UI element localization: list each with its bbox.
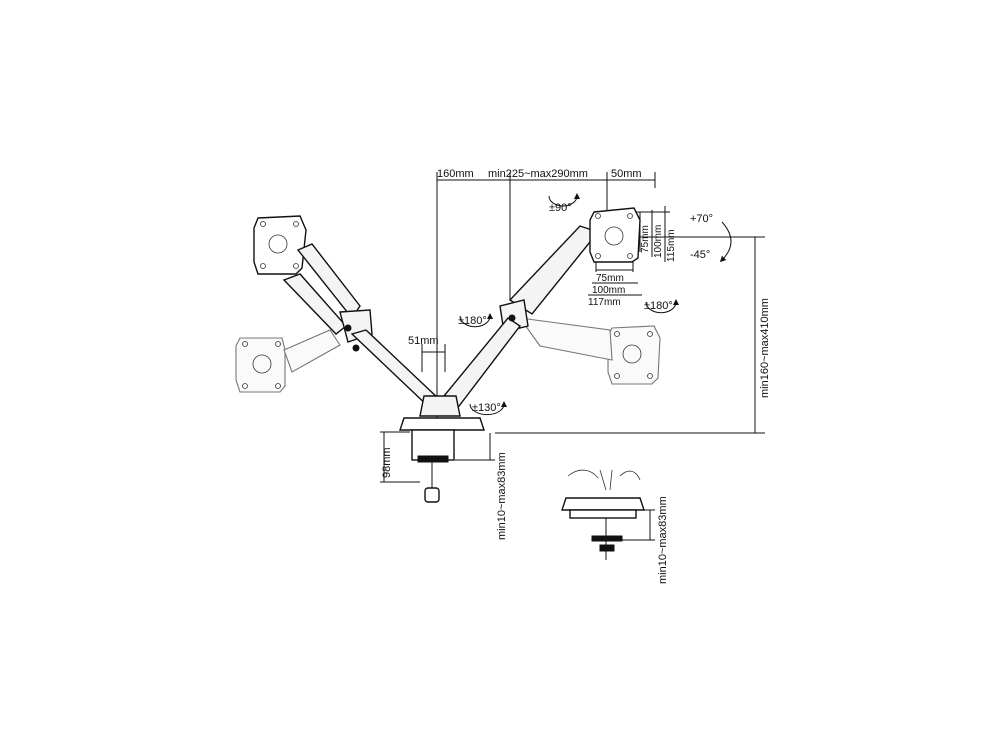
dim-vesa-75-v: 75mm — [640, 225, 651, 253]
dim-vesa-100-v: 100mm — [653, 225, 664, 258]
dim-base-98: 98mm — [381, 447, 393, 478]
right-ghost-vesa-plate — [518, 317, 661, 385]
left-arm — [282, 243, 441, 412]
dim-grommet-range: min10~max83mm — [657, 496, 669, 584]
grommet-clamp — [561, 469, 645, 560]
dim-height-range: min160~max410mm — [759, 298, 771, 398]
dim-top-left: 160mm — [437, 168, 474, 180]
rotation-arcs — [459, 193, 732, 416]
dim-top-mid: min225~max290mm — [488, 168, 588, 180]
dim-top-right: 50mm — [611, 168, 642, 180]
angle-tilt-down: -45° — [690, 249, 710, 261]
dim-clamp-range: min10~max83mm — [496, 452, 508, 540]
dim-vesa-117-h: 117mm — [588, 297, 621, 308]
angle-tilt-up: +70° — [690, 213, 713, 225]
desk-clamp — [399, 395, 485, 503]
angle-labels: ±90° +70° -45° ±180° ±180° ±130° — [458, 202, 713, 414]
left-ghost-vesa-plate — [235, 329, 341, 393]
dimension-labels: 160mm min225~max290mm 50mm 75mm 100mm 11… — [381, 168, 771, 584]
angle-arm-swivel: ±130° — [472, 402, 501, 414]
dim-pole-51: 51mm — [408, 335, 439, 347]
dimension-lines — [380, 172, 765, 541]
dim-vesa-100-h: 100mm — [592, 285, 625, 296]
left-vesa-plate — [253, 215, 307, 275]
dim-vesa-115-v: 115mm — [666, 229, 677, 262]
dim-vesa-75-h: 75mm — [596, 273, 624, 284]
angle-swivel-right: ±180° — [644, 300, 673, 312]
angle-swivel-left: ±180° — [458, 315, 487, 327]
right-vesa-plate — [589, 207, 641, 263]
angle-rotate-90: ±90° — [549, 202, 572, 214]
